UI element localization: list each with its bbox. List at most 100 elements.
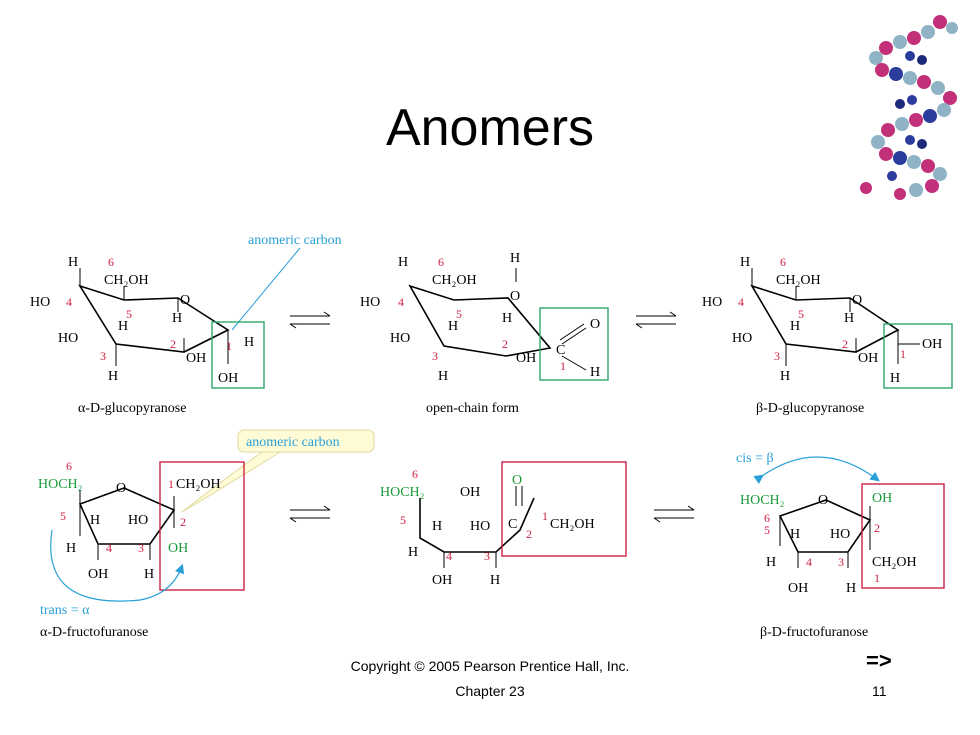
- of-h-c4: H: [408, 545, 418, 560]
- oc-h-top: H: [398, 255, 408, 270]
- alpha-glucose-anomeric-box: [211, 321, 265, 389]
- equilibrium-arrows-1: [289, 311, 331, 329]
- bg-h-c3: H: [780, 369, 790, 384]
- bf-num4: 4: [806, 555, 812, 569]
- ag-h-top: H: [68, 255, 78, 270]
- of-carbonyl-o: O: [512, 473, 522, 488]
- open-fructose-carbonyl-box: [501, 461, 627, 557]
- af-ho-c2: HO: [128, 513, 148, 528]
- ag-num4: 4: [66, 295, 72, 309]
- open-chain-structure: [408, 268, 609, 381]
- equilibrium-arrows-3: [289, 505, 331, 523]
- oc-carbonyl-c: C: [556, 343, 565, 358]
- dna-helix-spheres: [860, 15, 958, 200]
- open-chain-carbonyl-box: [539, 307, 609, 381]
- beta-fructofuranose-structure: [753, 456, 945, 589]
- oc-h-aldehyde: H: [590, 365, 600, 380]
- ag-oh-c1: OH: [218, 371, 238, 386]
- of-ho-c3: HO: [470, 519, 490, 534]
- oc-num6: 6: [438, 255, 444, 269]
- of-hoch2: HOCH₂: [380, 485, 425, 500]
- af-ch2oh: CH₂OH: [176, 477, 221, 492]
- beta-glucose-anomeric-box: [883, 323, 953, 389]
- bf-hoch2: HOCH₂: [740, 493, 785, 508]
- bg-h-c5: H: [790, 319, 800, 334]
- af-num3: 3: [138, 541, 144, 555]
- next-slide-link[interactable]: =>: [866, 648, 892, 673]
- label-cis-beta: cis = β: [736, 451, 774, 466]
- bf-oh-c2: OH: [872, 491, 892, 506]
- ag-h-c5: H: [118, 319, 128, 334]
- ag-ring-o: O: [180, 293, 190, 308]
- oc-ho-c4: HO: [360, 295, 380, 310]
- ag-ho-c4: HO: [30, 295, 50, 310]
- of-num4: 4: [446, 549, 452, 563]
- bf-oh-c4: OH: [788, 581, 808, 596]
- chapter-label: Chapter 23: [455, 683, 525, 699]
- anomeric-carbon-callout: [181, 429, 375, 513]
- of-h-c3: H: [490, 573, 500, 588]
- bg-h-c1: H: [890, 371, 900, 386]
- bg-oh-c1: OH: [922, 337, 942, 352]
- bg-num1: 1: [900, 347, 906, 361]
- of-num6: 6: [412, 467, 418, 481]
- bg-oh-c2: OH: [858, 351, 878, 366]
- slide-title: Anomers: [385, 99, 595, 157]
- bf-h-c3: H: [846, 581, 856, 596]
- equilibrium-arrows-4: [653, 505, 695, 523]
- bf-num6: 6: [764, 511, 770, 525]
- oc-num1: 1: [560, 359, 566, 373]
- af-num1: 1: [168, 477, 174, 491]
- af-num4: 4: [106, 541, 112, 555]
- alpha-fructofuranose-structure: [50, 461, 245, 602]
- alpha-fructose-anomeric-box: [159, 461, 245, 591]
- of-num1: 1: [542, 509, 548, 523]
- oc-ch2oh: CH₂OH: [432, 273, 477, 288]
- equilibrium-arrows-2: [635, 311, 677, 329]
- af-hoch2: HOCH₂: [38, 477, 83, 492]
- ag-oh-c2: OH: [186, 351, 206, 366]
- ag-h-c3: H: [108, 369, 118, 384]
- oc-num5: 5: [456, 307, 462, 321]
- anomeric-carbon-pointer-top: [231, 247, 301, 331]
- oc-oh-c2: OH: [516, 351, 536, 366]
- af-num2: 2: [180, 515, 186, 529]
- bf-ring-o: O: [818, 493, 828, 508]
- of-oh-c4: OH: [432, 573, 452, 588]
- of-ch2oh: CH₂OH: [550, 517, 595, 532]
- ag-num1: 1: [226, 339, 232, 353]
- ag-h-c2: H: [172, 311, 182, 326]
- alpha-glucopyranose-structure: [78, 268, 265, 389]
- anomeric-carbon-label-bottom: anomeric carbon: [246, 435, 340, 450]
- of-oh-c5: OH: [460, 485, 480, 500]
- bf-num3: 3: [838, 555, 844, 569]
- ag-h-c1: H: [244, 335, 254, 350]
- af-oh-c2: OH: [168, 541, 188, 556]
- dna-helix-image: [860, 15, 958, 200]
- bg-ho-c4: HO: [702, 295, 722, 310]
- bf-ch2oh: CH₂OH: [872, 555, 917, 570]
- ag-num6: 6: [108, 255, 114, 269]
- ag-ch2oh: CH₂OH: [104, 273, 149, 288]
- ag-num2: 2: [170, 337, 176, 351]
- bf-h-c5: H: [790, 527, 800, 542]
- label-beta-glucopyranose: β-D-glucopyranose: [756, 401, 864, 416]
- label-alpha-glucopyranose: α-D-glucopyranose: [78, 401, 186, 416]
- bg-ring-o: O: [852, 293, 862, 308]
- bf-num1: 1: [874, 571, 880, 585]
- of-carbonyl-c: C: [508, 517, 517, 532]
- oc-num3: 3: [432, 349, 438, 363]
- bg-num5: 5: [798, 307, 804, 321]
- oc-h-c3: H: [438, 369, 448, 384]
- copyright-text: Copyright © 2005 Pearson Prentice Hall, …: [350, 658, 630, 674]
- oc-h-c5: H: [448, 319, 458, 334]
- bg-ch2oh: CH₂OH: [776, 273, 821, 288]
- oc-num2: 2: [502, 337, 508, 351]
- beta-glucopyranose-structure: [750, 268, 953, 389]
- page-number: 11: [872, 683, 887, 699]
- oc-o-c5: O: [510, 289, 520, 304]
- af-h-c4: H: [66, 541, 76, 556]
- open-chain-fructose-structure: [419, 461, 627, 568]
- of-num5: 5: [400, 513, 406, 527]
